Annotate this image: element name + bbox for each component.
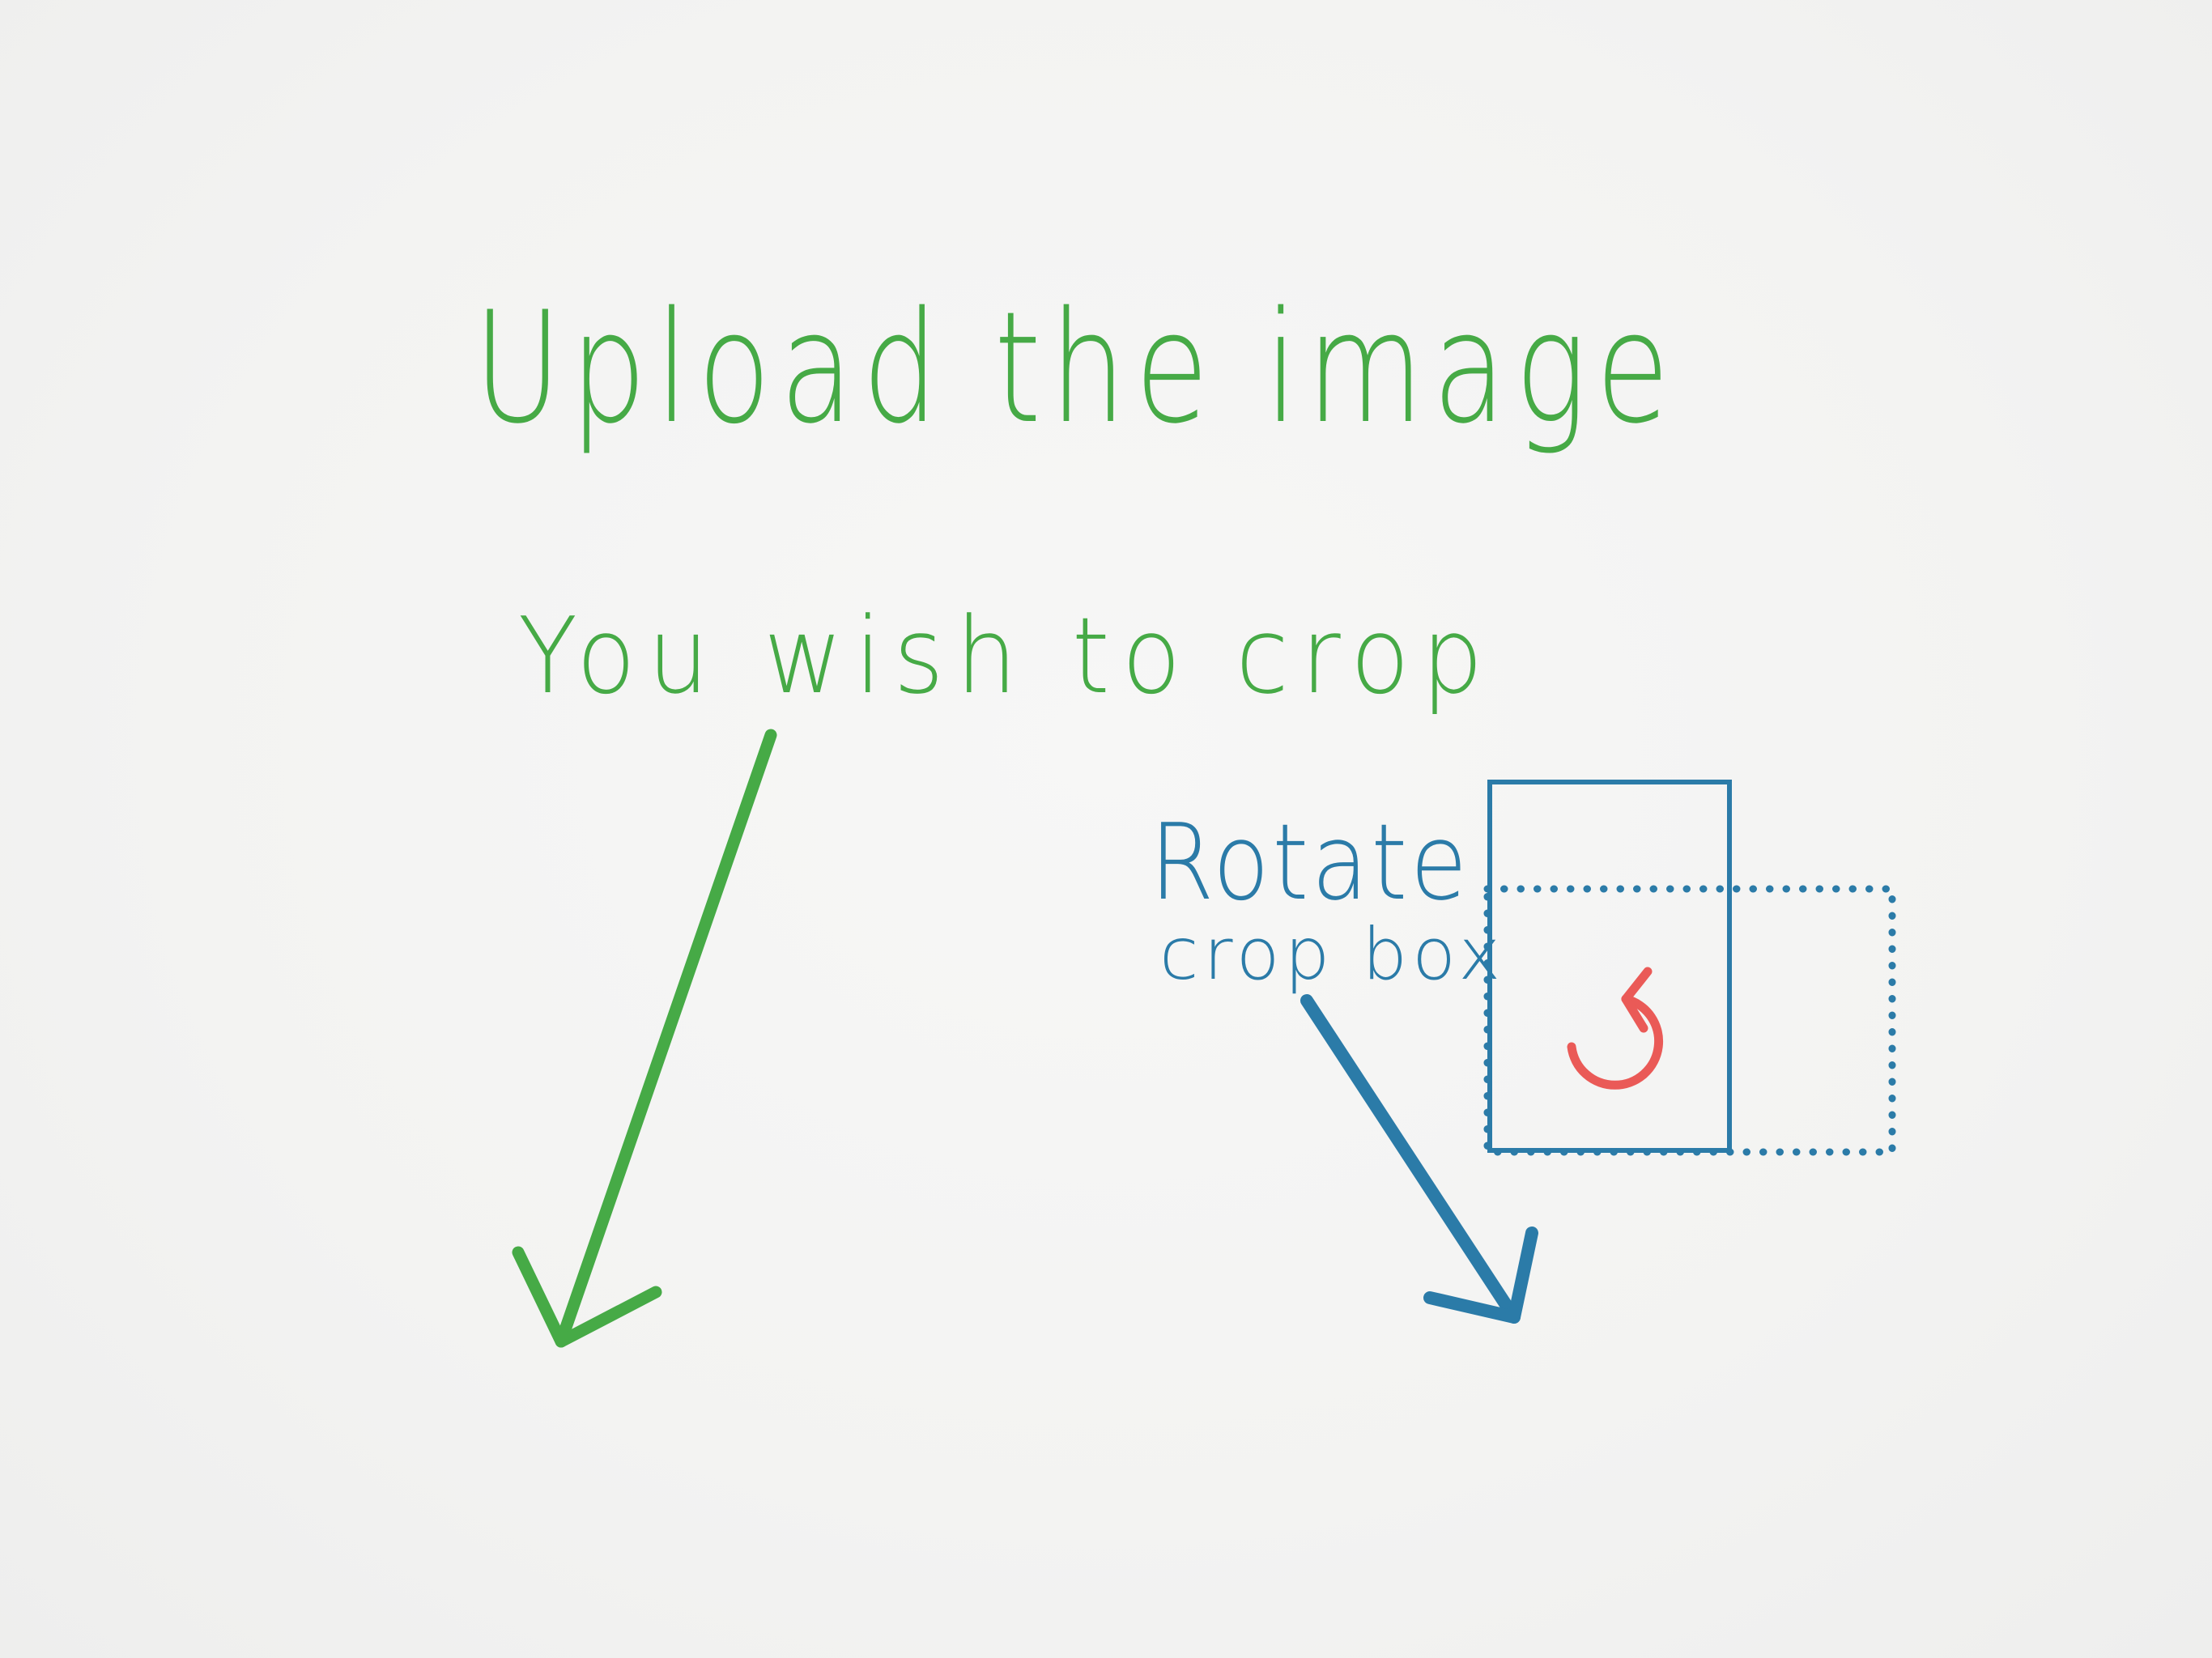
upload-instruction-line-1: Upload the image [474, 278, 1678, 457]
upload-instruction-line-2: You wish to crop [518, 594, 1495, 717]
rotate-label-line-1: Rotate [1150, 801, 1470, 924]
rotate-label-line-2: crop box [1159, 912, 1506, 996]
